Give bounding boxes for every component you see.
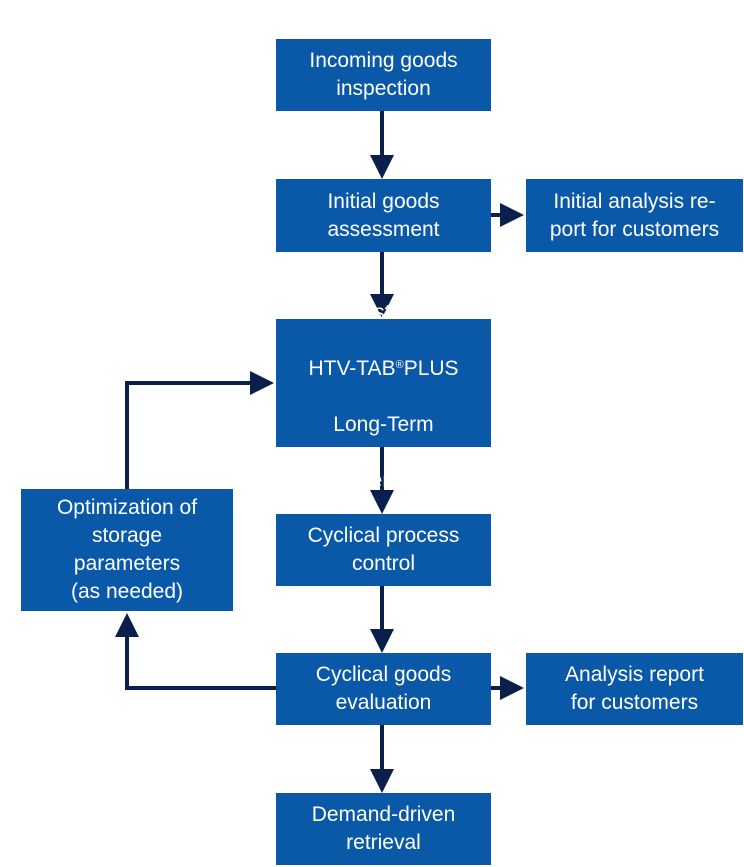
incoming-goods-inspection-label: Incoming goods inspection [309, 49, 458, 100]
cyclical-goods-evaluation-label: Cyclical goods evaluation [315, 663, 452, 714]
initial-goods-assessment-label: Initial goods assessment [327, 189, 440, 241]
demand-driven-retrieval-label: Demand-driven retrieval [311, 803, 456, 854]
arrow-optimization-to-conservation [125, 371, 274, 489]
analysis-report-label: Analysis report for customers [565, 663, 704, 714]
registered-mark: ® [395, 359, 404, 371]
long-term-conservation-box: Custom HTV-TAB®PLUS Long-Term Conservati… [276, 301, 491, 492]
demand-driven-retrieval-box: Demand-driven retrieval [276, 793, 491, 865]
optimization-storage-parameters-box: Optimization of storage parameters (as n… [21, 489, 233, 611]
initial-analysis-report-box: Initial analysis re- port for customers [526, 179, 743, 252]
optimization-storage-parameters-label: Optimization of storage parameters (as n… [56, 496, 198, 603]
cyclical-process-control-label: Cyclical process control [307, 524, 460, 575]
arrow-evaluation-to-optimization [115, 613, 276, 690]
initial-goods-assessment-box: Initial goods assessment [276, 179, 491, 252]
cyclical-goods-evaluation-box: Cyclical goods evaluation [276, 653, 491, 725]
conservation-line-4: Conservation [321, 469, 446, 492]
conservation-line-1: Custom [347, 301, 420, 324]
conservation-product-name: HTV-TAB [308, 357, 396, 380]
conservation-line-3: Long-Term [333, 413, 434, 436]
long-term-conservation-label: Custom HTV-TAB®PLUS Long-Term Conservati… [308, 271, 458, 495]
conservation-product-suffix: PLUS [403, 357, 459, 380]
initial-analysis-report-label: Initial analysis re- port for customers [549, 189, 720, 241]
incoming-goods-inspection-box: Incoming goods inspection [276, 39, 491, 111]
cyclical-process-control-box: Cyclical process control [276, 514, 491, 586]
analysis-report-box: Analysis report for customers [526, 653, 743, 725]
